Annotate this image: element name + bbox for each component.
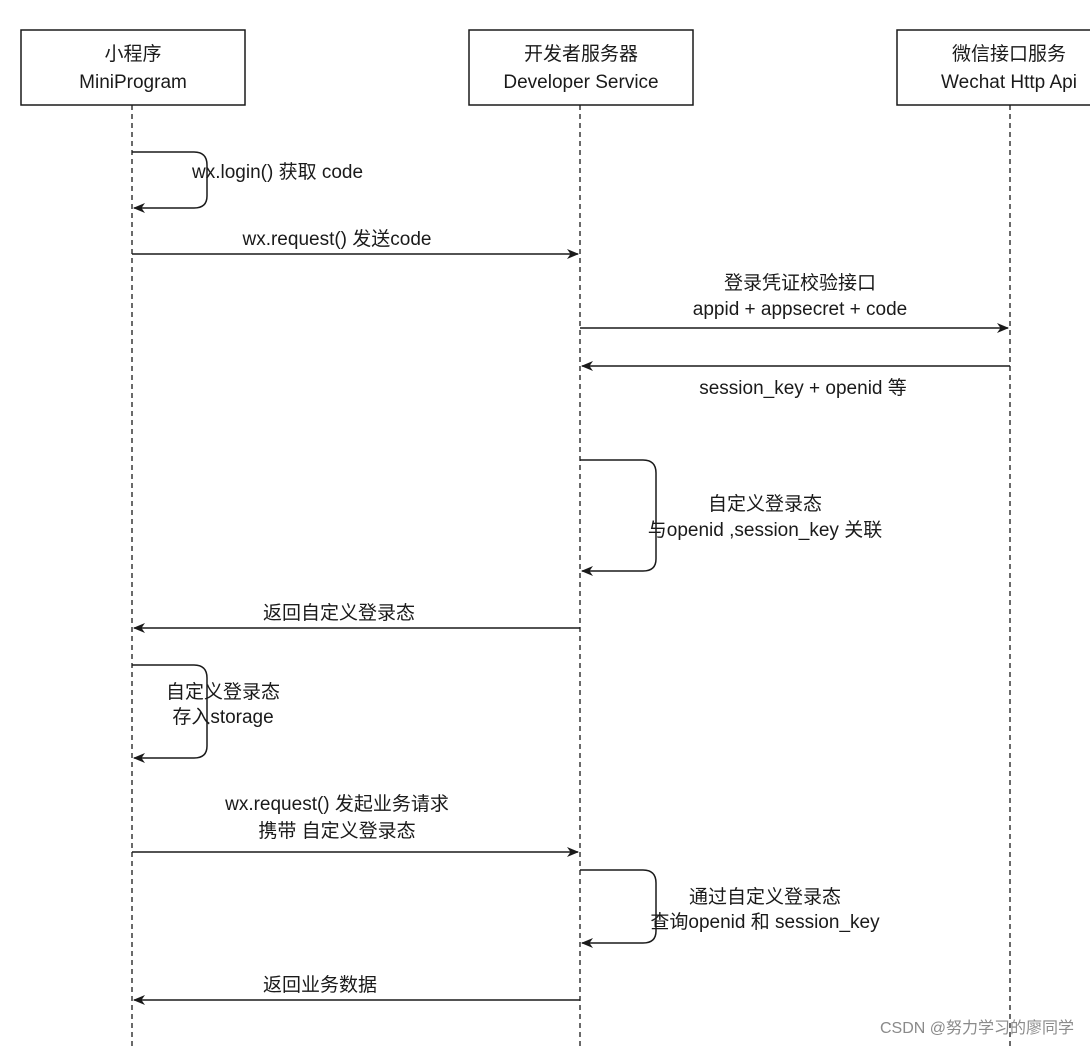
actor-title-en: Developer Service <box>503 72 658 93</box>
message-label-line2: 查询openid 和 session_key <box>650 911 880 933</box>
actor-title-cn: 小程序 <box>104 43 161 65</box>
message-session-return: session_key + openid 等 <box>581 361 1010 399</box>
message-wx-login: wx.login() 获取 code <box>132 151 363 213</box>
message-custom-state: 自定义登录态 与openid ,session_key 关联 <box>580 459 882 576</box>
message-send-code: wx.request() 发送code <box>132 228 579 259</box>
actor-miniprogram: 小程序 MiniProgram <box>20 29 246 106</box>
message-return-data: 返回业务数据 <box>133 974 580 1005</box>
actor-box <box>896 29 1090 106</box>
self-loop-arrow <box>132 664 208 763</box>
message-label-line1: 自定义登录态 <box>166 681 280 703</box>
message-label-line2: 存入storage <box>172 706 273 728</box>
message-label-line1: 自定义登录态 <box>708 493 822 515</box>
message-label: wx.login() 获取 code <box>191 161 363 183</box>
message-query-session: 通过自定义登录态 查询openid 和 session_key <box>580 869 880 948</box>
message-return-state: 返回自定义登录态 <box>133 602 580 633</box>
message-store-storage: 自定义登录态 存入storage <box>132 664 280 763</box>
actor-box <box>468 29 694 106</box>
message-label-line2: appid + appsecret + code <box>693 299 907 320</box>
message-business-request: wx.request() 发起业务请求 携带 自定义登录态 <box>132 793 579 857</box>
actor-title-cn: 微信接口服务 <box>952 43 1066 65</box>
self-loop-arrow <box>580 869 657 948</box>
actor-title-en: MiniProgram <box>79 72 187 93</box>
message-label-line1: wx.request() 发起业务请求 <box>224 793 449 815</box>
actor-title-cn: 开发者服务器 <box>524 43 638 65</box>
message-label-line2: 与openid ,session_key 关联 <box>648 519 882 541</box>
actor-developer-service: 开发者服务器 Developer Service <box>468 29 694 106</box>
actor-wechat-api: 微信接口服务 Wechat Http Api <box>896 29 1090 106</box>
message-label: 返回业务数据 <box>263 974 377 996</box>
watermark: CSDN @努力学习的廖同学 <box>880 1018 1074 1037</box>
message-label: 返回自定义登录态 <box>263 602 415 624</box>
message-label: session_key + openid 等 <box>699 377 907 399</box>
self-loop-arrow <box>132 151 208 213</box>
actor-title-en: Wechat Http Api <box>941 72 1077 93</box>
message-verify-credential: 登录凭证校验接口 appid + appsecret + code <box>580 272 1009 333</box>
actor-box <box>20 29 246 106</box>
message-label-line1: 登录凭证校验接口 <box>724 272 876 294</box>
self-loop-arrow <box>580 459 657 576</box>
message-label-line1: 通过自定义登录态 <box>689 886 841 908</box>
message-label: wx.request() 发送code <box>241 228 431 250</box>
message-label-line2: 携带 自定义登录态 <box>258 820 415 842</box>
